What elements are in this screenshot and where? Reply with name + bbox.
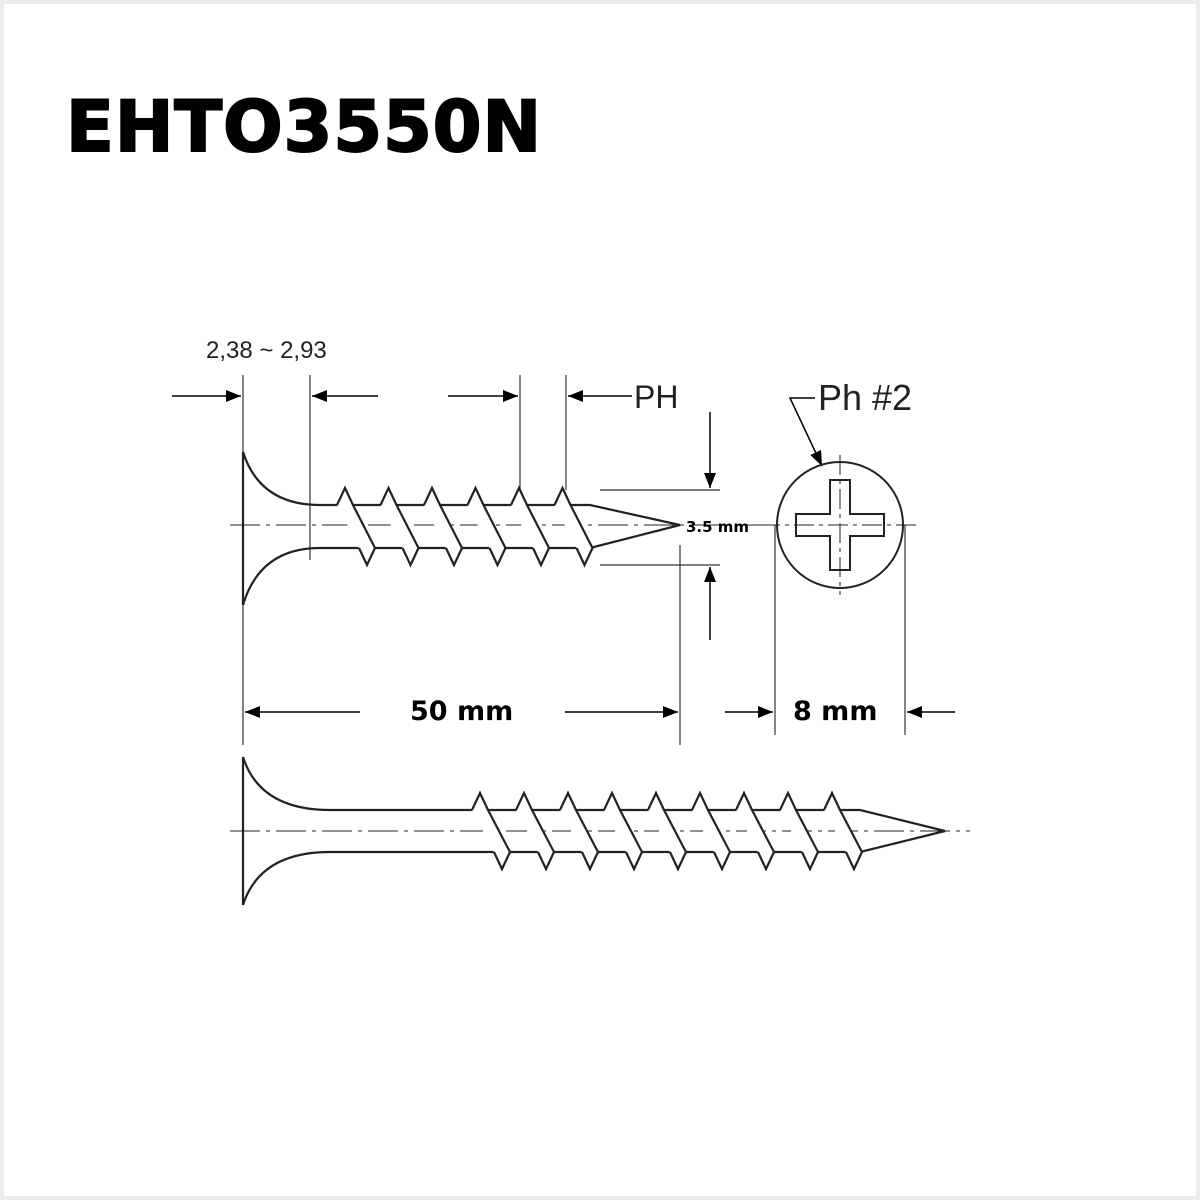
screw-thread bbox=[779, 790, 820, 872]
diameter-label: 3.5 mm bbox=[686, 518, 749, 536]
extension-lines bbox=[242, 375, 906, 745]
drive-type-label: Ph #2 bbox=[818, 377, 912, 418]
product-code-title: EHTO3550N bbox=[65, 85, 543, 169]
screw-thread bbox=[510, 485, 551, 568]
screw-thread bbox=[735, 790, 776, 872]
pitch-label: PH bbox=[634, 379, 678, 415]
screw-thread bbox=[471, 790, 512, 872]
screw-side-view-full bbox=[230, 756, 970, 906]
screw-thread bbox=[559, 790, 600, 872]
dimension-arrows bbox=[172, 390, 955, 718]
screw-thread bbox=[515, 790, 556, 872]
phillips-head-top-view bbox=[760, 455, 920, 595]
head-diameter-label: 8 mm bbox=[793, 696, 877, 727]
screw-thread bbox=[691, 790, 732, 872]
screw-thread bbox=[553, 485, 594, 568]
screw-thread bbox=[603, 790, 644, 872]
length-label: 50 mm bbox=[410, 696, 513, 727]
screw-thread bbox=[379, 485, 420, 568]
head-thickness-label: 2,38 ~ 2,93 bbox=[206, 337, 327, 364]
screw-thread bbox=[423, 485, 464, 568]
screw-thread bbox=[336, 485, 377, 568]
screw-thread bbox=[823, 790, 864, 872]
screw-side-view-short bbox=[230, 451, 760, 606]
screw-thread bbox=[647, 790, 688, 872]
screw-thread bbox=[466, 485, 507, 568]
